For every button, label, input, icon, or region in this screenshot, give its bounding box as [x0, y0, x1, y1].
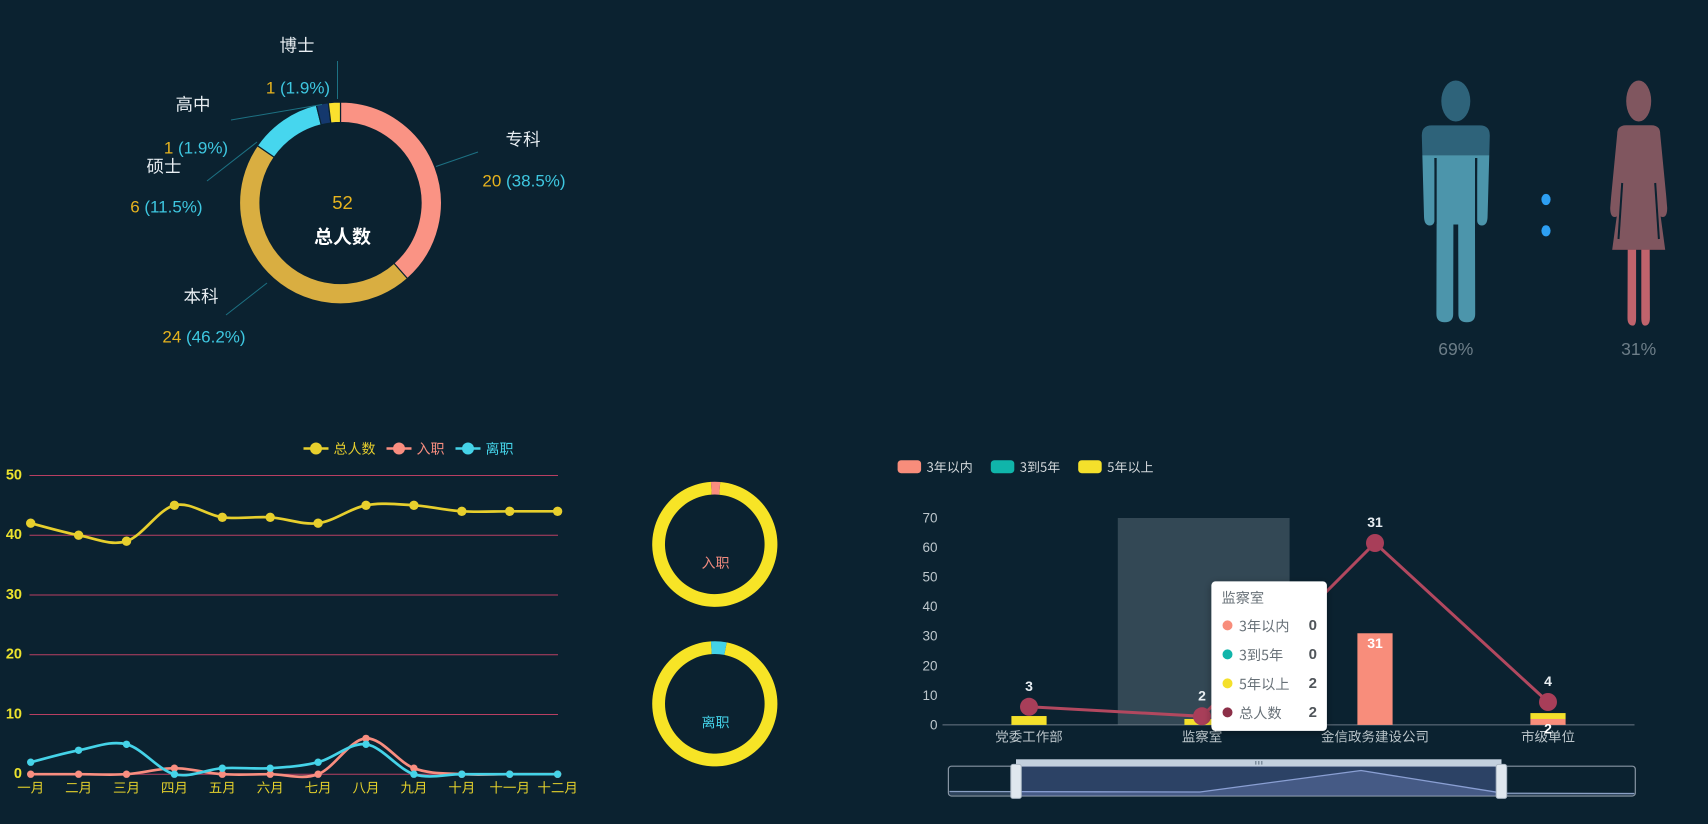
svg-text:24: 24 [162, 328, 181, 347]
svg-text:4: 4 [1544, 673, 1552, 689]
svg-text:0: 0 [14, 766, 22, 782]
svg-text:30: 30 [6, 587, 22, 603]
svg-text:20: 20 [922, 658, 937, 673]
svg-text:0: 0 [1309, 646, 1317, 663]
svg-text:2: 2 [1198, 687, 1206, 703]
svg-text:50: 50 [6, 468, 22, 484]
svg-text:52: 52 [332, 192, 353, 213]
svg-text:(46.2%): (46.2%) [181, 328, 245, 347]
svg-text:50: 50 [922, 570, 937, 585]
svg-text:1: 1 [266, 79, 275, 98]
svg-text:0: 0 [1309, 617, 1317, 634]
svg-text:3: 3 [1025, 678, 1033, 694]
svg-text:30: 30 [922, 629, 937, 644]
svg-text:2: 2 [1309, 704, 1317, 721]
svg-text:(1.9%): (1.9%) [173, 139, 228, 158]
svg-text:10: 10 [6, 707, 22, 723]
svg-text:6: 6 [130, 198, 139, 217]
svg-text:20: 20 [482, 172, 501, 191]
svg-text:(38.5%): (38.5%) [501, 172, 565, 191]
svg-text:31: 31 [1367, 635, 1383, 651]
svg-text:69%: 69% [1438, 339, 1473, 359]
svg-text:20: 20 [6, 647, 22, 663]
svg-text:(1.9%): (1.9%) [275, 79, 330, 98]
svg-text:40: 40 [922, 599, 937, 614]
svg-text:1: 1 [164, 139, 173, 158]
svg-text:60: 60 [922, 540, 937, 555]
svg-text:31: 31 [1367, 514, 1383, 530]
svg-text:0: 0 [930, 717, 938, 732]
svg-text:2: 2 [1309, 675, 1317, 692]
svg-text:40: 40 [6, 527, 22, 543]
svg-text:(11.5%): (11.5%) [140, 198, 203, 217]
svg-text:2: 2 [1544, 721, 1552, 737]
svg-text:70: 70 [922, 511, 937, 526]
svg-text:31%: 31% [1621, 339, 1656, 359]
svg-text:10: 10 [922, 688, 937, 703]
